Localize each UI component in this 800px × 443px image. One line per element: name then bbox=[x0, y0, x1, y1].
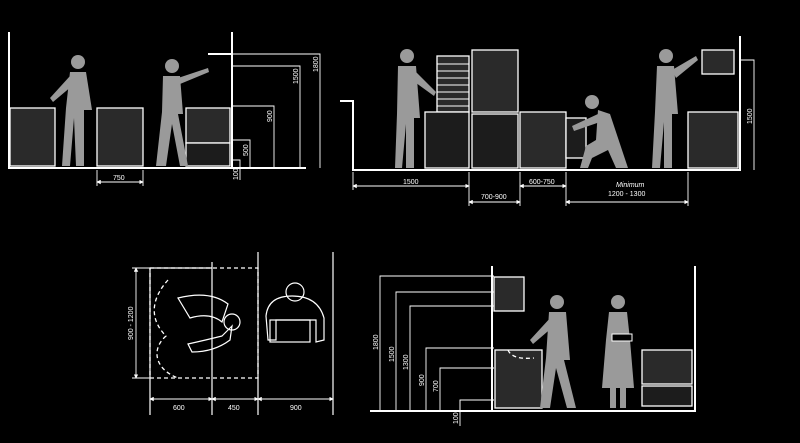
dim-750: 750 bbox=[113, 175, 125, 182]
person-at-counter-left bbox=[50, 55, 92, 166]
dim-900: 900 bbox=[267, 110, 274, 122]
dim-900-1200: 900 - 1200 bbox=[128, 306, 135, 340]
base-unit-1 bbox=[424, 111, 470, 169]
panel-bottom-left: 900 - 1200 600 450 900 bbox=[128, 252, 334, 415]
base-unit-4 bbox=[687, 111, 739, 169]
base-cabinet-right-lower bbox=[185, 142, 231, 167]
dim-100-bottom: 100 bbox=[453, 412, 460, 424]
dim-900-plan: 900 bbox=[290, 405, 302, 412]
tray-rack-shelves bbox=[437, 63, 469, 107]
dim-minimum: Minimum bbox=[616, 182, 645, 189]
swing-arc bbox=[153, 279, 179, 379]
dim-900-bottom: 900 bbox=[419, 374, 426, 386]
wall-cabinet-bottom bbox=[493, 276, 525, 312]
dim-450: 450 bbox=[228, 405, 240, 412]
dim-1500-height: 1500 bbox=[747, 108, 754, 124]
dim-500: 500 bbox=[243, 144, 250, 156]
person-reaching-shelf bbox=[156, 59, 209, 166]
person-reaching-upper bbox=[652, 49, 698, 168]
person-plan-view-turning bbox=[177, 294, 241, 353]
base-cabinet-middle bbox=[96, 107, 144, 167]
dim-600-750: 600-750 bbox=[529, 179, 555, 186]
panel-top-right: 1500 700-900 600-750 Minimum 1200 - 1300… bbox=[340, 36, 755, 206]
dim-1500-width: 1500 bbox=[403, 179, 419, 186]
wall-unit-2 bbox=[471, 49, 519, 113]
wall-floor-line bbox=[8, 32, 306, 169]
person-holding-tray bbox=[602, 295, 634, 408]
wall-floor-line-right bbox=[340, 36, 741, 171]
tray-rack bbox=[436, 55, 470, 113]
person-at-tray-rack bbox=[395, 49, 436, 168]
dim-1800: 1800 bbox=[313, 56, 320, 72]
dim-1800-bottom: 1800 bbox=[373, 334, 380, 350]
base-cabinet-left bbox=[9, 107, 56, 167]
floor-line-bottom bbox=[370, 266, 696, 412]
base-cabinet-right-upper bbox=[185, 107, 231, 144]
base-unit-2 bbox=[471, 113, 519, 169]
base-cabinet-bottom-right-upper bbox=[641, 349, 693, 385]
dim-1500-bottom: 1500 bbox=[389, 346, 396, 362]
sink-dashed bbox=[507, 349, 535, 359]
panel-top-left: 750 1800 1500 900 500 100 bbox=[8, 32, 321, 186]
base-unit-3 bbox=[519, 111, 567, 169]
dim-100: 100 bbox=[233, 168, 240, 180]
wall-cabinet-4 bbox=[701, 49, 735, 75]
panel-bottom-right: 1800 1500 1300 900 700 100 bbox=[370, 266, 696, 426]
base-cabinet-bottom-right-lower bbox=[641, 385, 693, 407]
person-kneeling bbox=[572, 95, 628, 168]
person-plan-view-counter bbox=[265, 282, 325, 343]
dim-700-bottom: 700 bbox=[433, 380, 440, 392]
dim-1500: 1500 bbox=[293, 68, 300, 84]
clearance-zone-dashed bbox=[149, 267, 259, 379]
dim-1200-1300: 1200 - 1300 bbox=[608, 191, 645, 198]
base-cabinet-bottom-left bbox=[494, 349, 543, 409]
dim-600: 600 bbox=[173, 405, 185, 412]
dim-1300-bottom: 1300 bbox=[403, 354, 410, 370]
person-at-sink bbox=[530, 295, 576, 408]
tray bbox=[611, 333, 633, 342]
dim-700-900: 700-900 bbox=[481, 194, 507, 201]
